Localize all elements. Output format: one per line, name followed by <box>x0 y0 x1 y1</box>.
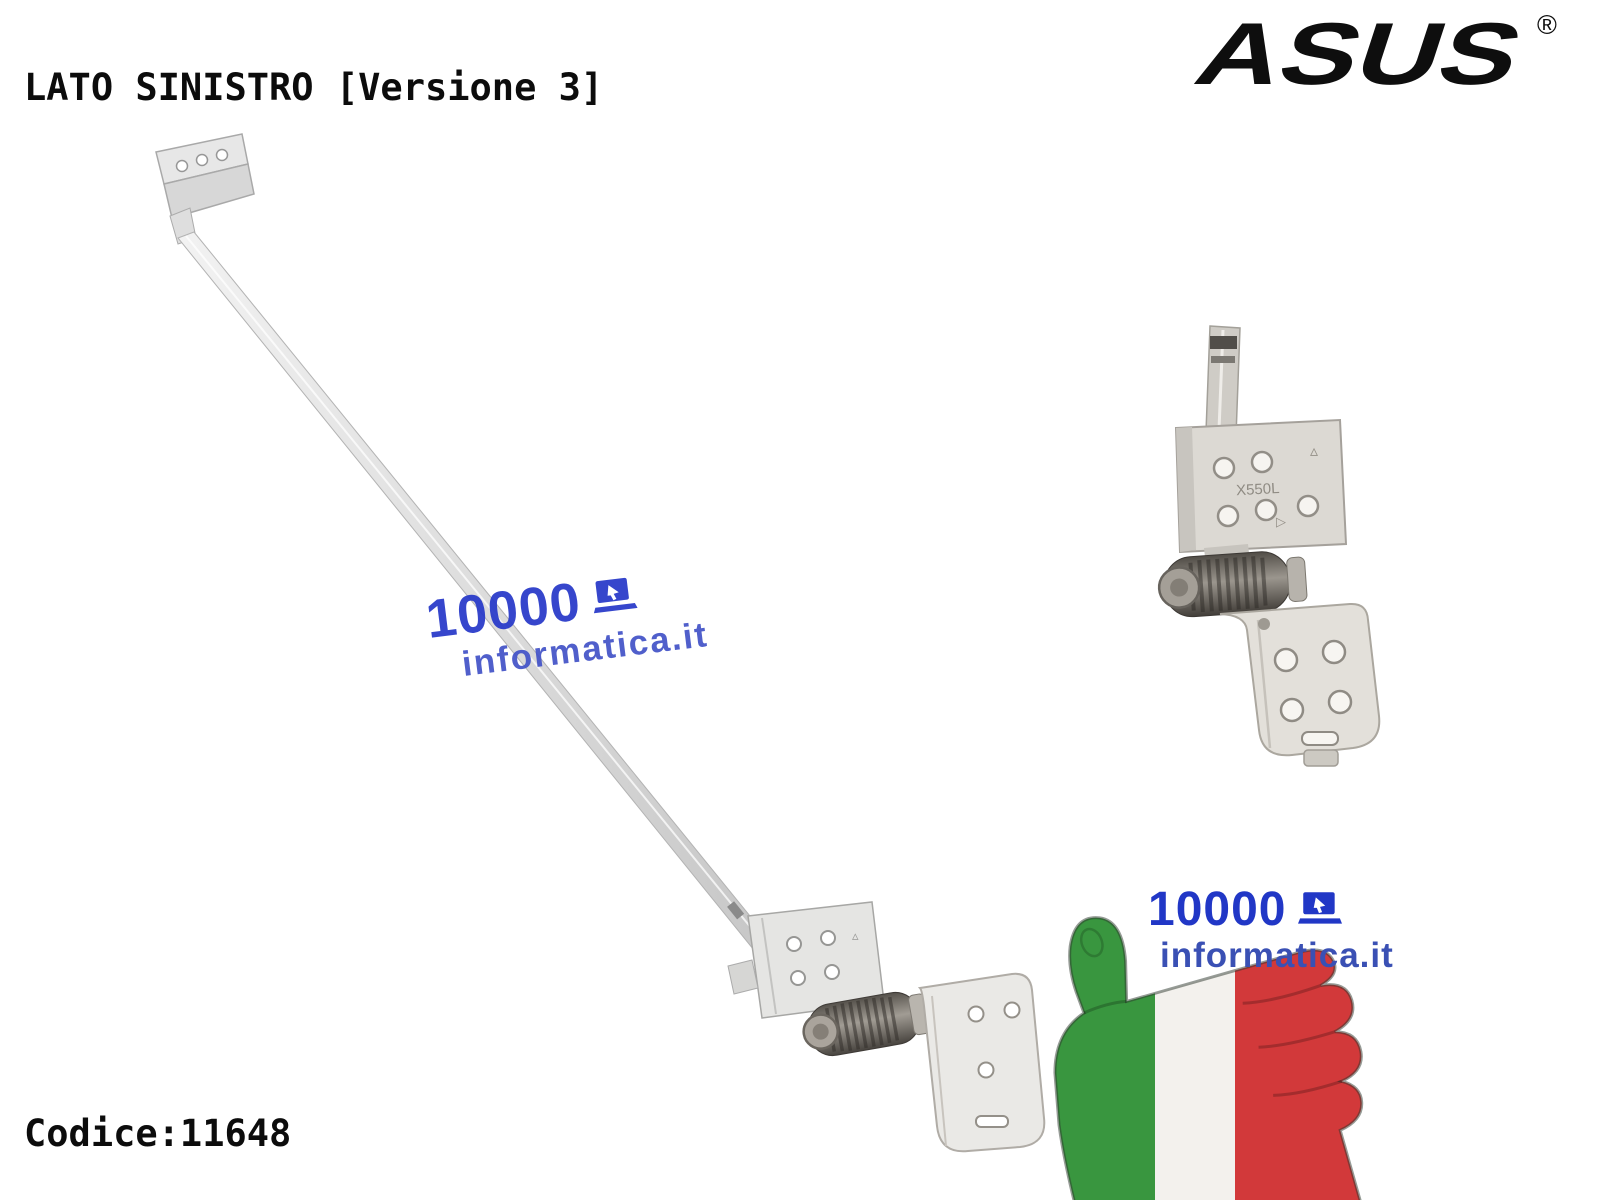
closeup-mount-plate: ▵ X550L ▷ <box>1174 418 1348 554</box>
product-side-label: LATO SINISTRO [Versione 3] <box>24 66 604 109</box>
laptop-icon <box>1298 892 1343 924</box>
watermark: 10000 informatica.it <box>423 559 711 688</box>
closeup-triangle-mark: ▵ <box>1310 443 1318 460</box>
laptop-icon <box>594 577 638 614</box>
badge-number: 10000 <box>1148 883 1287 936</box>
mold-triangle-mark: ▵ <box>852 928 859 943</box>
badge-logo: 10000 informatica.it <box>1148 886 1394 976</box>
badge-domain: informatica.it <box>1160 936 1394 975</box>
closeup-barrel <box>1157 551 1308 618</box>
closeup-wing-bracket <box>1219 602 1381 767</box>
registered-trademark-mark: ® <box>1537 10 1557 40</box>
hinge-top-bracket <box>155 133 255 245</box>
closeup-arrow-mark: ▷ <box>1276 514 1286 529</box>
asus-logo: ASUS ® <box>1185 5 1557 103</box>
closeup-strip <box>1205 325 1241 437</box>
seller-badge: 10000 informatica.it <box>950 878 1495 1200</box>
hinge-photo-main: ▵ <box>155 133 1046 1153</box>
part-marking: X550L <box>1236 480 1280 499</box>
hinge-wing-bracket <box>917 972 1046 1153</box>
hinge-barrel <box>802 991 931 1057</box>
hinge-closeup-photo: ▵ X550L ▷ <box>1157 325 1381 767</box>
product-code-label: Codice:11648 <box>24 1112 292 1155</box>
asus-brand-text: ASUS <box>1185 5 1535 103</box>
thumbs-up-hand <box>1024 904 1388 1200</box>
